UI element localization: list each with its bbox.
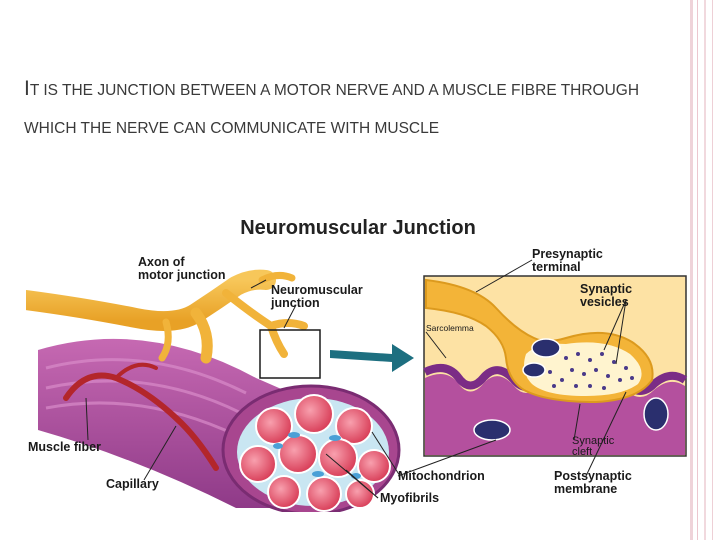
label-presynaptic-line1: Presynaptic [532,247,603,261]
myofibril-bundles [239,394,391,512]
label-capillary: Capillary [106,477,159,491]
decorative-border-line [704,0,706,540]
muscle-mitochondrion [643,397,669,431]
heading-text: t is the junction between a motor nerve … [24,82,640,137]
muscle-mitochondrion [473,419,511,441]
muscle-fiber-stripes [45,358,247,438]
label-postsynaptic-line1: Postsynaptic [554,469,632,483]
label-postsynaptic-line2: membrane [554,482,617,496]
cross-section-mitochondria [273,432,361,479]
label-sarcolemma: Sarcolemma [426,323,474,333]
terminal-mitochondrion [522,362,546,378]
junction-highlight-box [259,329,321,379]
decorative-border-line [690,0,693,540]
label-muscle-fiber: Muscle fiber [28,440,101,454]
axon-branch [190,307,213,364]
label-axon-line1: Axon of [138,255,185,269]
label-vesicles-line2: vesicles [580,295,629,309]
diagram-title: Neuromuscular Junction [240,217,476,239]
neuromuscular-junction-diagram: Neuromuscular Junction [26,217,688,512]
label-axon-line2: motor junction [138,268,226,282]
label-cleft-line2: cleft [572,446,592,458]
label-nmj-line1: Neuromuscular [271,283,363,297]
axon-branch [158,318,172,362]
capillary-vessel [63,372,219,471]
leader-lines [85,259,627,499]
diagram-figure: Neuromuscular Junction [26,208,690,512]
label-cleft-line1: Synaptic [572,435,615,447]
axon-branch [258,271,296,284]
terminal-mitochondrion [531,338,561,358]
slide-heading: It is the junction between a motor nerve… [24,70,684,148]
heading-first-letter: I [24,77,30,100]
label-nmj-line2: junction [270,296,320,310]
label-myofibrils: Myofibrils [380,491,439,505]
label-mitochondrion: Mitochondrion [398,469,485,483]
decorative-border-line [697,0,698,540]
synaptic-vesicles [548,352,634,390]
capillary-vessel-branch [114,362,158,380]
decorative-border-line [712,0,713,540]
axon-branch [222,289,308,358]
diagram-labels: Axon of motor junction Neuromuscular jun… [28,247,632,505]
arrow-right-icon [330,344,414,372]
label-presynaptic-line2: terminal [532,260,581,274]
label-vesicles-line1: Synaptic [580,282,632,296]
